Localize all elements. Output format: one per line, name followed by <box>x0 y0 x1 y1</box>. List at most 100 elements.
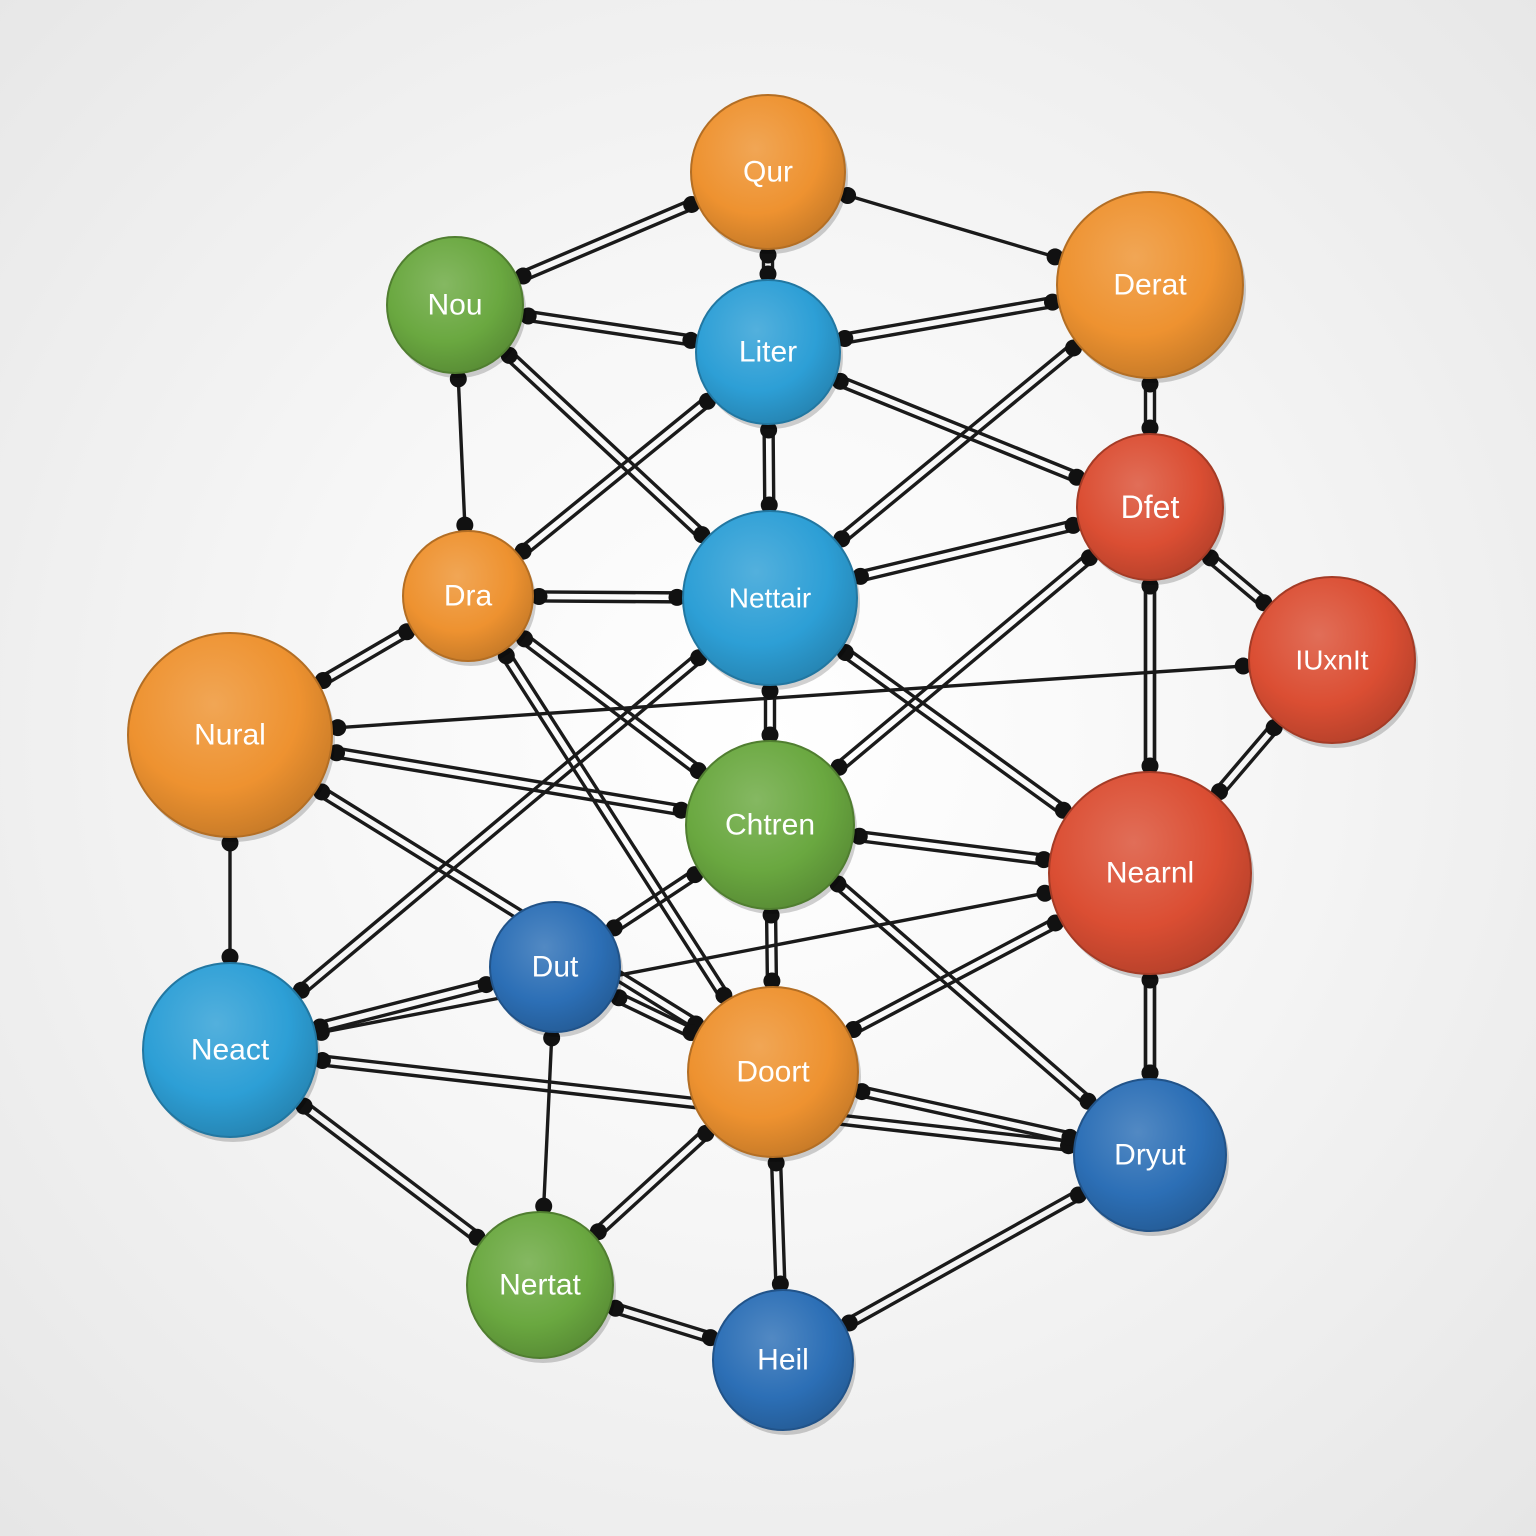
node-label: IUxnIt <box>1295 645 1368 676</box>
node-label: Doort <box>736 1056 810 1089</box>
node-neact: Neact <box>142 962 320 1142</box>
edge-endpoint-dot <box>449 370 467 388</box>
edge-endpoint-dot <box>762 906 780 924</box>
node-circle <box>489 901 621 1033</box>
edge-line <box>1211 552 1269 601</box>
edge-endpoint-dot <box>760 421 778 439</box>
node-label: Qur <box>743 156 793 189</box>
node-label: Nertat <box>499 1269 581 1302</box>
node-circle <box>1073 1078 1227 1232</box>
edge-line <box>319 891 1047 1035</box>
edge-line <box>527 309 694 338</box>
edge-endpoint-dot <box>1141 419 1159 437</box>
node-circle <box>386 236 524 374</box>
node-iuxnit: IUxnIt <box>1248 576 1418 748</box>
edge-n-neact-n-nertat <box>299 1100 482 1243</box>
edge-endpoint-dot <box>1036 884 1054 902</box>
edge-line <box>857 519 1074 574</box>
node-tl: Nou <box>386 236 526 378</box>
edge-line <box>1205 559 1263 608</box>
edge-endpoint-dot <box>313 1052 331 1070</box>
edges-layer <box>228 193 1280 1344</box>
edge-line <box>323 633 411 687</box>
edge-endpoint-dot <box>682 331 700 349</box>
edge-line <box>335 746 684 808</box>
node-circle <box>1048 771 1252 975</box>
node-circle <box>466 1211 614 1359</box>
node-doort: Doort <box>687 986 861 1162</box>
edge-endpoint-dot <box>221 948 239 966</box>
edge-endpoint-dot <box>761 726 779 744</box>
edge-n-liter-n-nettair <box>762 428 776 507</box>
edge-line <box>305 1100 482 1236</box>
edge-line <box>842 295 1054 336</box>
edge-line <box>834 552 1089 766</box>
edge-line <box>322 786 700 1022</box>
node-label: Dra <box>444 580 493 613</box>
edge-n-dra-n-nural <box>319 626 411 687</box>
edge-n-dra-n-nettair <box>537 590 679 604</box>
node-dut: Dut <box>489 901 623 1037</box>
edge-n-derat-n-dfet <box>1143 382 1157 430</box>
edge-line <box>599 1135 711 1237</box>
edge-endpoint-dot <box>672 801 690 819</box>
node-circle <box>1056 191 1244 379</box>
edge-n-dut-n-nertat <box>542 1036 554 1208</box>
edge-line <box>336 664 1245 730</box>
edge-endpoint-dot <box>1043 293 1061 311</box>
node-dfet: Dfet <box>1076 433 1226 585</box>
edge-line <box>525 318 692 347</box>
node-chtren: Chtren <box>685 740 857 914</box>
edge-endpoint-dot <box>1141 375 1159 393</box>
edge-line <box>504 356 701 540</box>
edge-endpoint-dot <box>668 588 686 606</box>
node-nertat: Nertat <box>466 1211 616 1363</box>
edge-line <box>841 654 1063 816</box>
node-label: Dfet <box>1121 489 1180 525</box>
edge-line <box>615 1302 714 1335</box>
node-label: Dut <box>532 951 579 984</box>
node-dra: Dra <box>402 530 536 666</box>
edge-line <box>519 198 692 274</box>
edge-endpoint-dot <box>530 587 548 605</box>
edge-line <box>773 913 779 983</box>
edge-endpoint-dot <box>1234 657 1252 675</box>
edge-n-nettair-n-nearnl <box>841 647 1068 816</box>
edge-line <box>299 1108 477 1243</box>
edge-endpoint-dot <box>850 827 868 845</box>
edge-line <box>849 1197 1083 1329</box>
node-top: Qur <box>690 94 848 254</box>
edge-line <box>542 1036 554 1208</box>
node-label: Heil <box>757 1344 809 1377</box>
edge-line <box>615 1000 691 1039</box>
edge-n-nettair-n-neact <box>296 652 704 996</box>
node-circle <box>695 279 841 425</box>
edge-line <box>842 349 1079 545</box>
edge-line <box>1221 728 1280 797</box>
edge-line <box>1214 723 1273 791</box>
node-nural: Nural <box>127 632 335 842</box>
edge-line <box>771 428 776 507</box>
node-circle <box>1248 576 1416 744</box>
edge-endpoint-dot <box>1141 1064 1159 1082</box>
edge-n-liter-n-dfet <box>836 375 1081 484</box>
edge-line <box>859 1094 1071 1144</box>
edge-line <box>846 647 1068 809</box>
node-liter: Liter <box>695 279 843 429</box>
edge-n-dryut-n-heil <box>845 1189 1083 1329</box>
edge-line <box>523 206 696 282</box>
node-circle <box>685 740 855 910</box>
edge-line <box>778 1161 787 1286</box>
edge-endpoint-dot <box>1141 577 1159 595</box>
node-circle <box>712 1289 854 1431</box>
edge-n-tl-n-top <box>519 198 696 282</box>
edge-n-nural-n-doort <box>317 786 700 1030</box>
node-nearnl: Nearnl <box>1048 771 1254 979</box>
edge-n-liter-n-dra <box>518 396 713 557</box>
edge-line <box>845 1189 1078 1321</box>
edge-endpoint-dot <box>535 1197 553 1215</box>
edge-line <box>837 342 1073 538</box>
edge-endpoint-dot <box>1141 971 1159 989</box>
edge-n-liter-n-derat <box>842 295 1055 345</box>
